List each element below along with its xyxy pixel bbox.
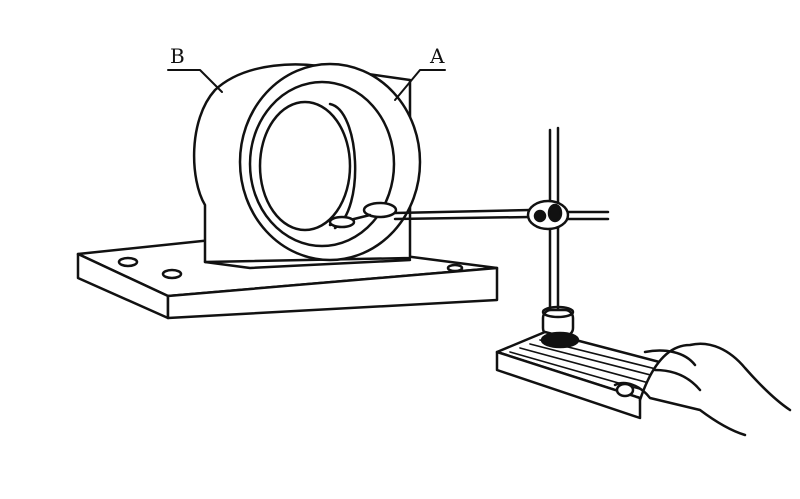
label-b: B [170,44,185,68]
dial-indicator [328,201,532,229]
leader-line-b [167,69,223,93]
hand [613,342,792,437]
leader-line-a [394,69,446,101]
label-a: A [430,44,445,68]
surface-plate [495,330,692,420]
bearing-ring-a [238,62,422,262]
indicator-stand [526,126,610,338]
